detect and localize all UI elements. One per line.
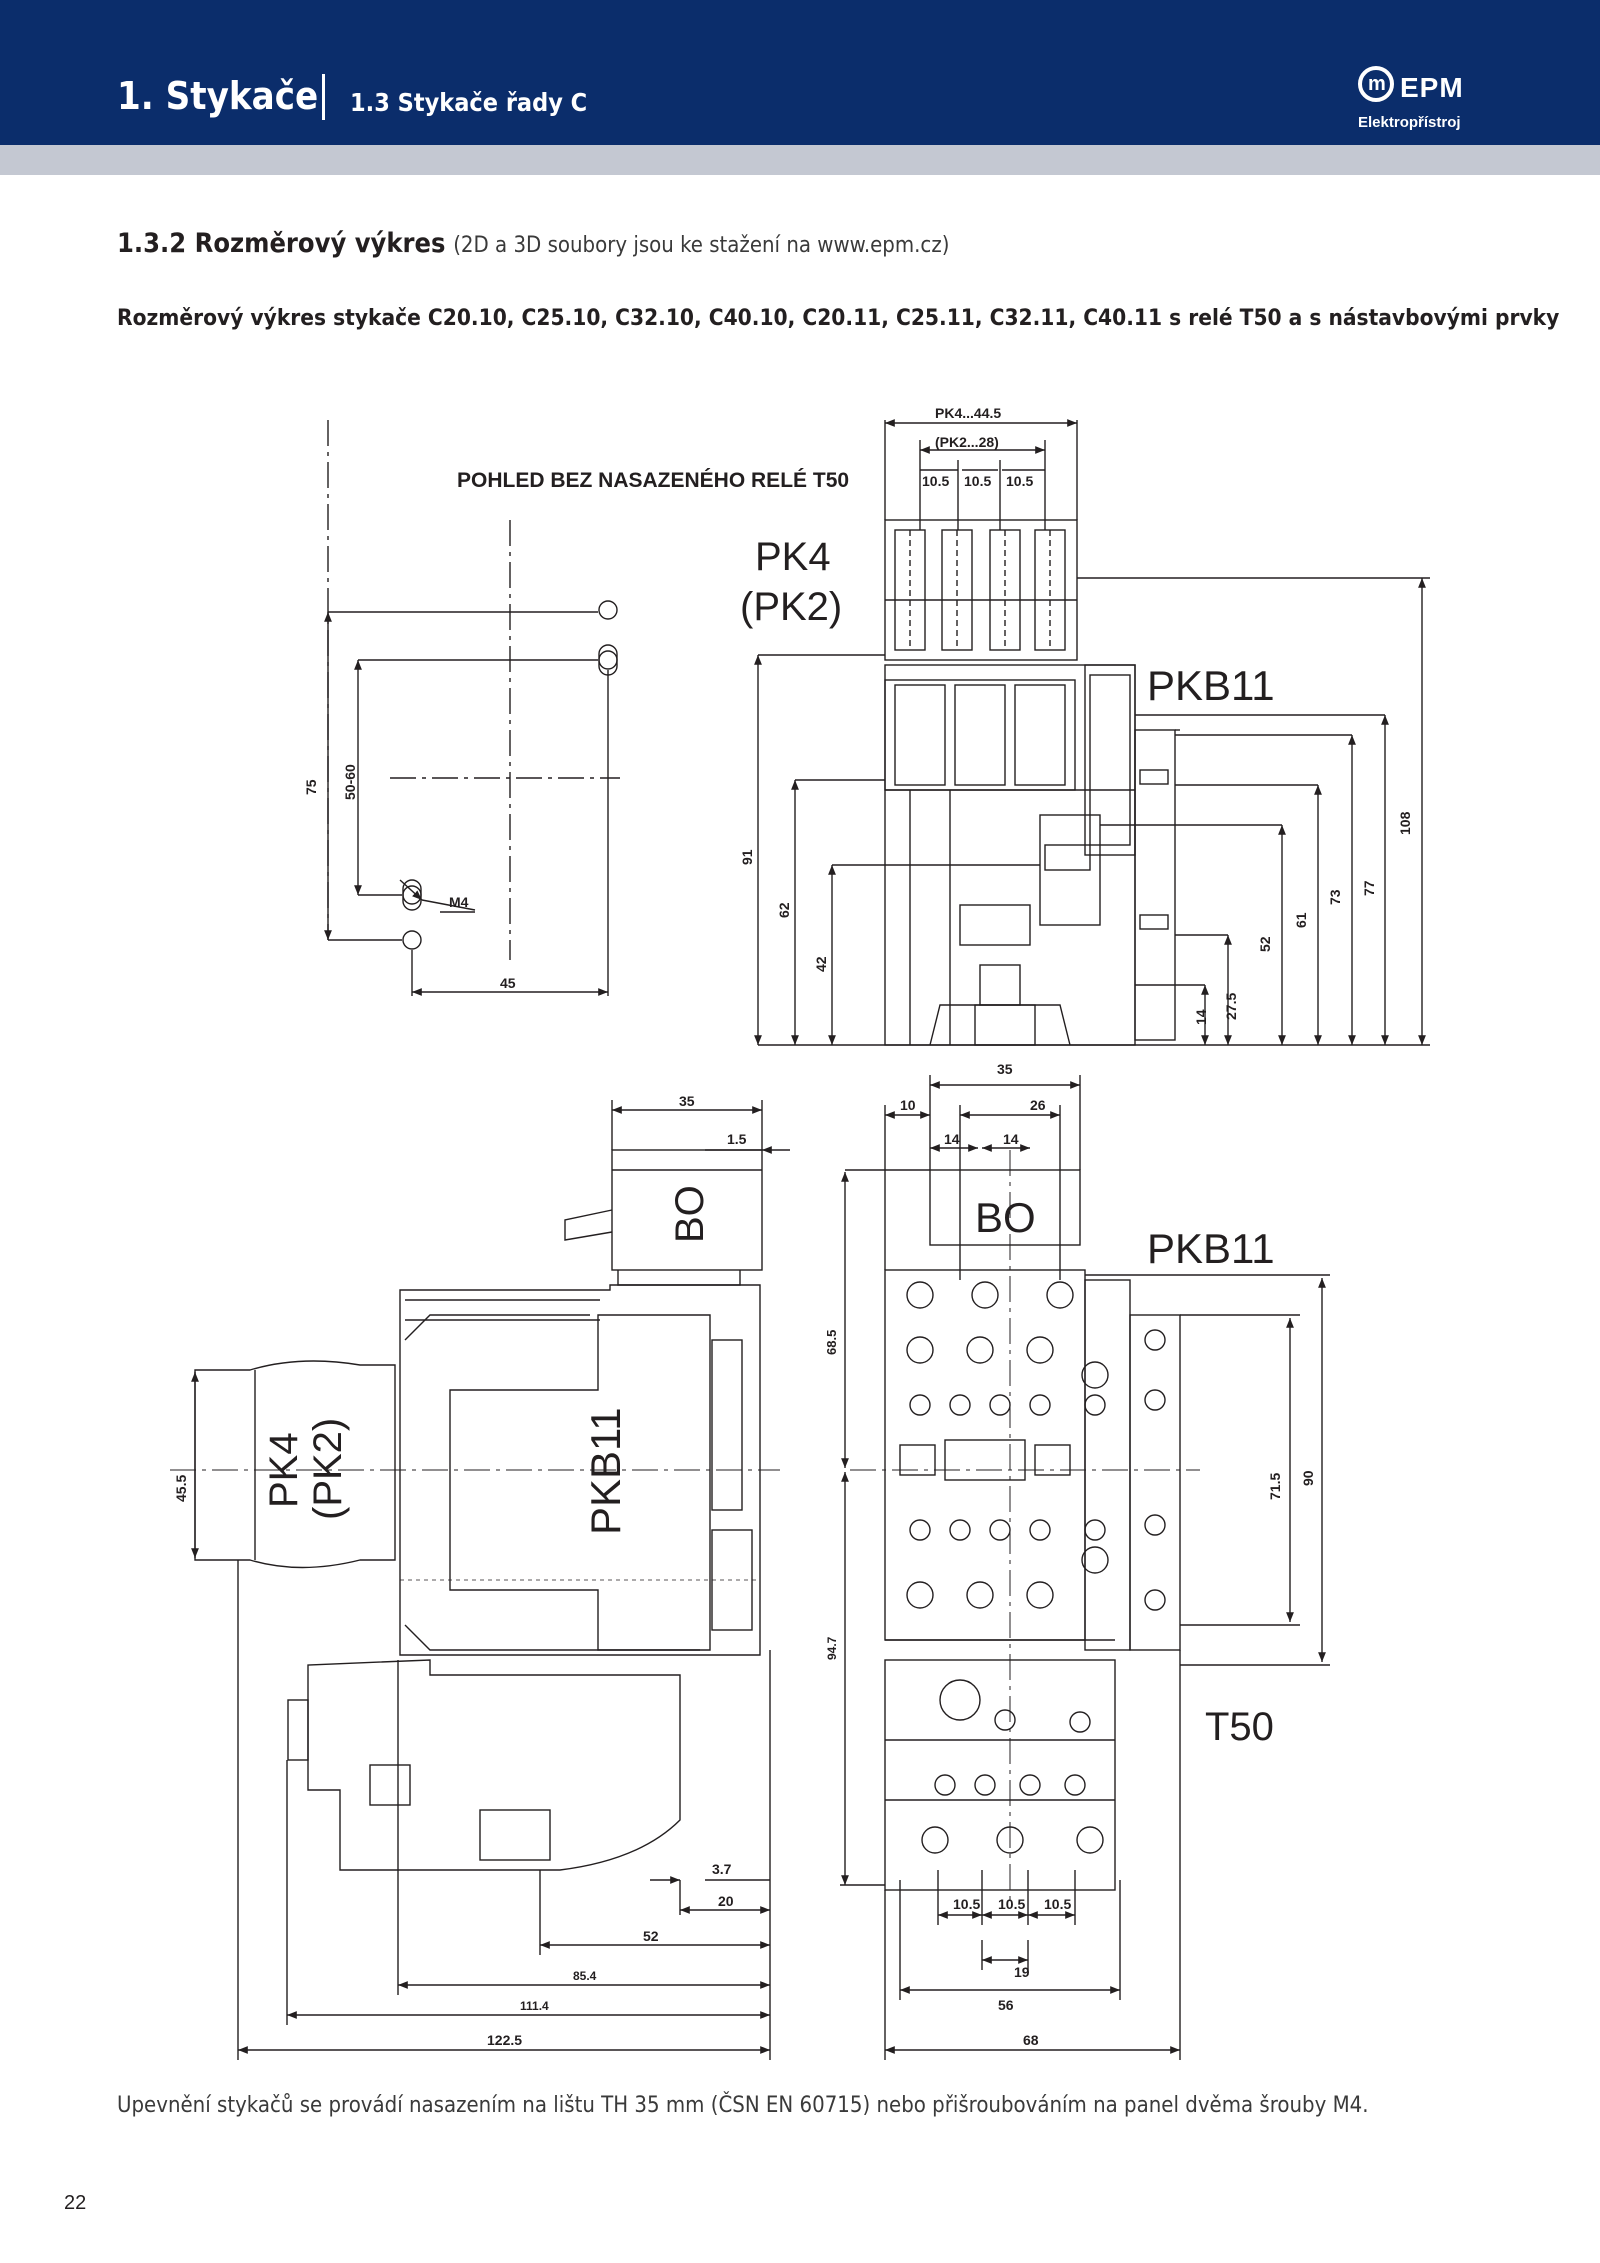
dim-front-94-7: 94.7 bbox=[825, 1636, 839, 1660]
dim-side-35: 35 bbox=[679, 1093, 695, 1109]
dim-front-68: 68 bbox=[1023, 2032, 1039, 2048]
view-caption: POHLED BEZ NASAZENÉHO RELÉ T50 bbox=[457, 469, 849, 492]
dim-side-122-5: 122.5 bbox=[487, 2032, 522, 2048]
dim-front-19: 19 bbox=[1014, 1964, 1030, 1980]
logo-subtitle: Elektropřístroj bbox=[1358, 114, 1461, 131]
label-pk2: (PK2) bbox=[740, 585, 842, 629]
dim-front-35: 35 bbox=[997, 1061, 1013, 1077]
dim-front-26: 26 bbox=[1030, 1097, 1046, 1113]
dim-front-56: 56 bbox=[998, 1997, 1014, 2013]
label-t50: T50 bbox=[1205, 1705, 1274, 1749]
label-bo-front: BO bbox=[975, 1194, 1036, 1241]
label-pk2-side: (PK2) bbox=[306, 1418, 350, 1520]
dim-front-pitch-2: 10.5 bbox=[998, 1896, 1025, 1912]
dim-side-85-4: 85.4 bbox=[573, 1969, 597, 1983]
header-separator bbox=[322, 74, 325, 120]
drawing-heading-note: (2D a 3D soubory jsou ke stažení na www.… bbox=[453, 233, 950, 258]
dim-front-10: 10 bbox=[900, 1097, 916, 1113]
label-pk4-side: PK4 bbox=[262, 1432, 306, 1508]
dim-top-pitch-3: 10.5 bbox=[1006, 473, 1033, 489]
header-stripe bbox=[0, 145, 1600, 175]
dim-front-68-5: 68.5 bbox=[824, 1330, 839, 1355]
dim-45: 45 bbox=[500, 975, 516, 991]
drawing-heading: 1.3.2 Rozměrový výkres (2D a 3D soubory … bbox=[117, 228, 949, 259]
dim-77: 77 bbox=[1361, 880, 1377, 896]
dim-91: 91 bbox=[739, 849, 755, 865]
front-view bbox=[840, 1075, 1330, 2060]
dim-side-111-4: 111.4 bbox=[520, 1999, 549, 2013]
dim-pk2-width: (PK2...28) bbox=[935, 434, 999, 450]
label-pkb11-top: PKB11 bbox=[1147, 662, 1275, 709]
top-view bbox=[754, 419, 1430, 1046]
chapter-title: 1. Stykače bbox=[117, 74, 319, 118]
dim-75: 75 bbox=[303, 779, 319, 795]
drawing-subtitle: Rozměrový výkres stykače C20.10, C25.10,… bbox=[117, 305, 1560, 331]
page-number: 22 bbox=[64, 2192, 87, 2214]
dim-front-90: 90 bbox=[1300, 1470, 1316, 1486]
dim-front-71-5: 71.5 bbox=[1267, 1473, 1283, 1500]
dim-side-3-7: 3.7 bbox=[712, 1861, 732, 1877]
dim-front-14a: 14 bbox=[944, 1131, 960, 1147]
dim-73: 73 bbox=[1327, 889, 1343, 905]
label-bo-side: BO bbox=[668, 1185, 712, 1243]
dim-52: 52 bbox=[1257, 936, 1273, 952]
dim-108: 108 bbox=[1397, 811, 1413, 835]
page-header bbox=[0, 0, 1600, 145]
label-pkb11-front: PKB11 bbox=[1147, 1225, 1275, 1272]
dim-front-pitch-1: 10.5 bbox=[953, 1896, 980, 1912]
dim-side-52: 52 bbox=[643, 1928, 659, 1944]
epm-logo: m EPM Elektropřístroj bbox=[1358, 66, 1488, 138]
logo-name: EPM bbox=[1400, 72, 1464, 103]
dim-61: 61 bbox=[1293, 912, 1309, 928]
dim-front-pitch-3: 10.5 bbox=[1044, 1896, 1071, 1912]
dim-front-14b: 14 bbox=[1003, 1131, 1019, 1147]
dim-pk4-width: PK4...44.5 bbox=[935, 405, 1001, 421]
side-view bbox=[170, 1100, 790, 2060]
dim-14: 14 bbox=[1193, 1009, 1209, 1025]
drawing-heading-title: 1.3.2 Rozměrový výkres bbox=[117, 228, 446, 259]
mounting-view bbox=[324, 420, 620, 996]
dim-side-20: 20 bbox=[718, 1893, 734, 1909]
dim-62: 62 bbox=[776, 902, 792, 918]
label-pk4: PK4 bbox=[755, 535, 831, 579]
dim-42: 42 bbox=[813, 956, 829, 972]
dim-50-60: 50-60 bbox=[342, 764, 358, 800]
dim-m4: M4 bbox=[449, 894, 469, 910]
dim-side-45-5: 45.5 bbox=[173, 1475, 189, 1502]
dim-27-5: 27.5 bbox=[1223, 993, 1239, 1020]
dim-side-1-5: 1.5 bbox=[727, 1131, 747, 1147]
dim-top-pitch-2: 10.5 bbox=[964, 473, 991, 489]
dim-top-pitch-1: 10.5 bbox=[922, 473, 949, 489]
section-title: 1.3 Stykače řady C bbox=[350, 88, 588, 117]
epm-logo-mark-icon: m bbox=[1358, 66, 1394, 102]
label-pkb11-side: PKB11 bbox=[582, 1407, 629, 1535]
mounting-note: Upevnění stykačů se provádí nasazením na… bbox=[117, 2093, 1369, 2118]
